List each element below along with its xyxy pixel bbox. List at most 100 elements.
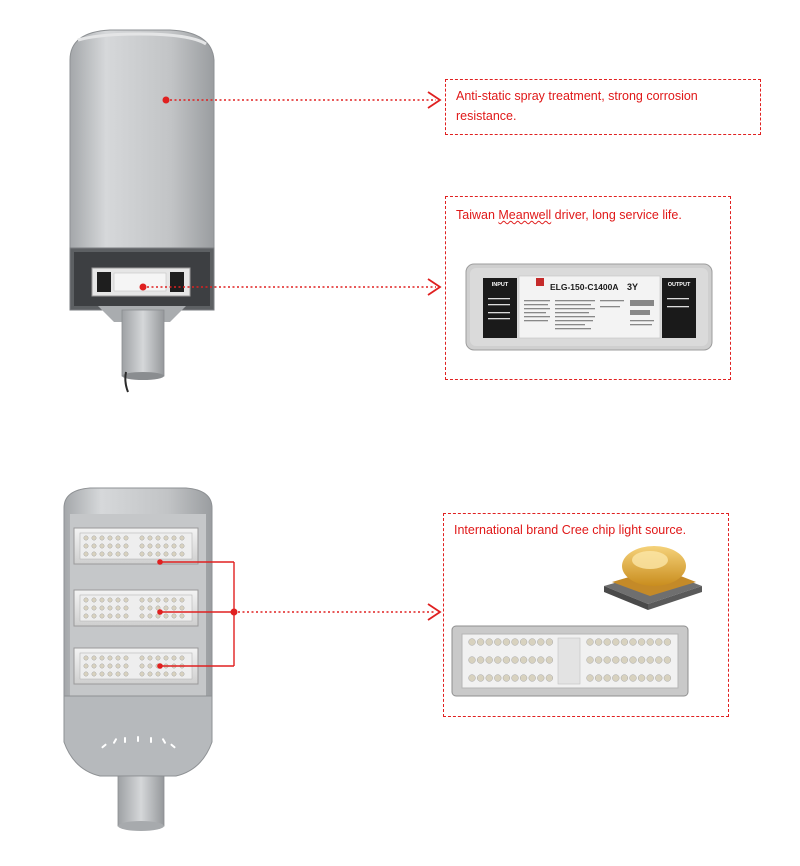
led-dot	[139, 663, 145, 669]
connector-driver	[139, 278, 442, 296]
led-dot	[537, 674, 545, 682]
led-dot	[586, 638, 594, 646]
led-dot	[99, 597, 105, 603]
driver-warranty-badge: 3Y	[627, 282, 638, 292]
led-dot	[139, 655, 145, 661]
led-dot	[179, 551, 185, 557]
led-dot	[123, 671, 129, 677]
led-dot	[494, 656, 502, 664]
led-dot	[594, 656, 603, 664]
led-dot	[528, 656, 536, 664]
led-dot	[115, 671, 121, 677]
led-dot	[637, 674, 646, 682]
led-dot	[586, 674, 594, 682]
led-dot	[99, 605, 105, 611]
led-dot	[155, 671, 161, 677]
led-dot	[147, 535, 153, 541]
led-dot	[115, 663, 121, 669]
led-dot	[83, 655, 89, 661]
led-board-closeup	[451, 625, 689, 697]
led-dot	[107, 605, 113, 611]
led-dot	[99, 671, 105, 677]
led-dot	[107, 613, 113, 619]
led-dot	[163, 543, 169, 549]
led-dot	[91, 551, 97, 557]
led-dot	[99, 543, 105, 549]
led-dot	[83, 543, 89, 549]
led-dot	[620, 674, 629, 682]
led-dot	[494, 674, 502, 682]
led-dot	[485, 638, 493, 646]
led-dot	[107, 663, 113, 669]
led-dot	[663, 638, 672, 646]
led-dot	[468, 656, 476, 664]
led-dot	[179, 671, 185, 677]
led-dot	[115, 613, 121, 619]
led-dot	[594, 638, 603, 646]
led-dot	[163, 551, 169, 557]
led-dot	[139, 535, 145, 541]
led-dot	[107, 543, 113, 549]
led-dot	[519, 638, 528, 646]
led-dot	[83, 613, 89, 619]
led-dot	[163, 671, 169, 677]
led-dot	[476, 656, 485, 664]
led-dot	[115, 605, 121, 611]
led-dot	[147, 543, 153, 549]
led-dot	[83, 663, 89, 669]
led-dot	[502, 638, 511, 646]
led-dot	[91, 597, 97, 603]
led-dot	[163, 597, 169, 603]
led-dot	[107, 597, 113, 603]
led-dot	[123, 655, 129, 661]
led-dot	[171, 597, 177, 603]
led-dot	[99, 535, 105, 541]
led-dot	[139, 543, 145, 549]
led-dot	[115, 535, 121, 541]
led-dot	[155, 543, 161, 549]
led-dot	[528, 674, 536, 682]
callout-cree-chip: International brand Cree chip light sour…	[443, 513, 729, 717]
lamp-top-housing	[69, 29, 215, 393]
led-dot	[655, 638, 663, 646]
led-dot	[107, 535, 113, 541]
led-dot	[115, 551, 121, 557]
led-dot	[612, 638, 620, 646]
led-dot	[171, 613, 177, 619]
led-dot	[115, 597, 121, 603]
led-dot	[91, 655, 97, 661]
led-dot	[91, 605, 97, 611]
led-dot	[139, 613, 145, 619]
led-dot	[519, 674, 528, 682]
connector-chip	[157, 559, 442, 669]
led-dot	[91, 663, 97, 669]
led-dot	[485, 656, 493, 664]
led-dot	[139, 597, 145, 603]
led-dot	[147, 663, 153, 669]
led-dot	[594, 674, 603, 682]
led-dot	[91, 535, 97, 541]
led-dot	[91, 613, 97, 619]
led-dot	[155, 655, 161, 661]
led-dot	[655, 656, 663, 664]
led-dot	[468, 674, 476, 682]
led-dot	[123, 597, 129, 603]
led-dot	[179, 613, 185, 619]
cree-chip-image	[604, 546, 702, 610]
led-dot	[502, 674, 511, 682]
led-dot	[83, 605, 89, 611]
led-dot	[179, 655, 185, 661]
led-dot	[637, 638, 646, 646]
led-dot	[476, 638, 485, 646]
led-dot	[545, 656, 554, 664]
callout-meanwell-driver: Taiwan Meanwell driver, long service lif…	[445, 196, 731, 380]
led-dot	[485, 674, 493, 682]
led-dot	[147, 605, 153, 611]
led-dot	[155, 597, 161, 603]
led-dot	[519, 656, 528, 664]
led-dot	[123, 535, 129, 541]
led-dot	[123, 605, 129, 611]
led-dot	[163, 613, 169, 619]
led-dot	[637, 656, 646, 664]
led-dot	[646, 638, 654, 646]
